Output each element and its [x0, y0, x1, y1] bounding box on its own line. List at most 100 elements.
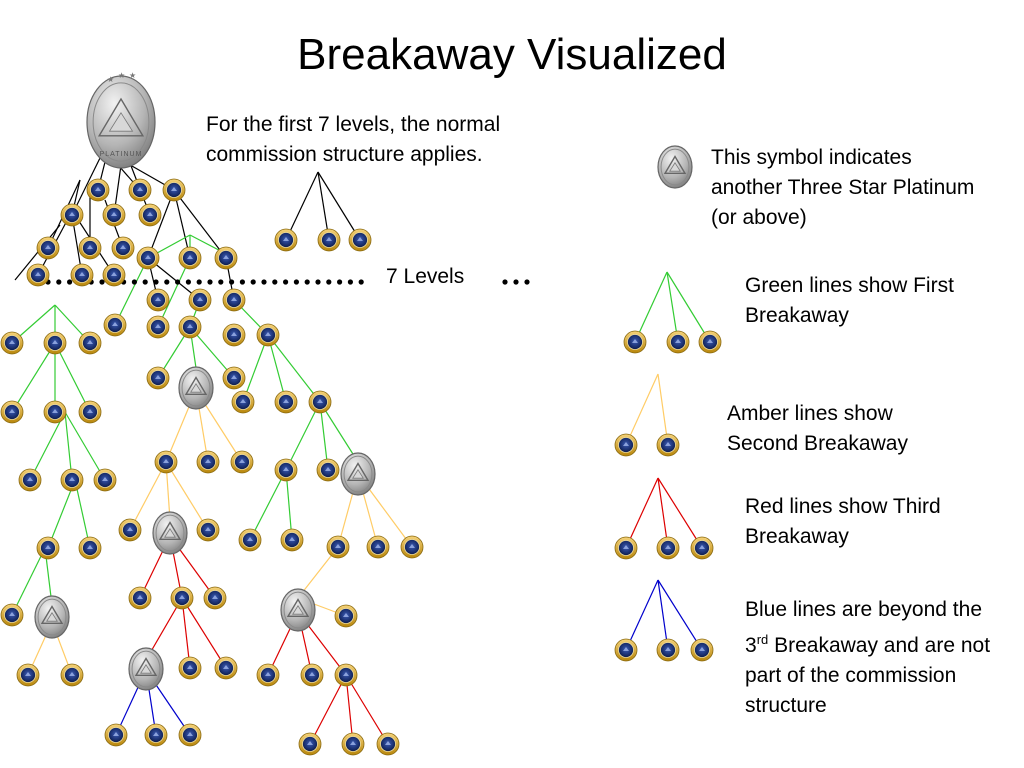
member-coin-icon: [154, 450, 178, 474]
level-divider-dot: [502, 279, 508, 285]
member-coin-icon: [614, 536, 638, 560]
svg-text:★: ★: [107, 75, 114, 84]
member-coin-icon: [136, 246, 160, 270]
legend-blue-text: Blue lines are beyond the 3rd Breakaway …: [745, 595, 1010, 721]
connector-line: [317, 171, 361, 241]
level-divider-dot: [272, 279, 278, 285]
connector-line: [285, 171, 319, 241]
level-divider-dot: [153, 279, 159, 285]
member-coin-icon: [178, 315, 202, 339]
legend-green-text: Green lines show First Breakaway: [745, 274, 954, 327]
member-coin-icon: [70, 263, 94, 287]
level-divider-dot: [229, 279, 235, 285]
connector-line: [147, 189, 175, 259]
platinum-symbol-icon: [34, 595, 70, 639]
member-coin-icon: [78, 536, 102, 560]
platinum-symbol-icon: [280, 588, 316, 632]
member-coin-icon: [103, 313, 127, 337]
level-divider-dot: [207, 279, 213, 285]
member-coin-icon: [317, 228, 341, 252]
level-divider-dot: [293, 279, 299, 285]
connector-line: [173, 189, 227, 259]
legend-red-text: Red lines show Third Breakaway: [745, 495, 941, 548]
member-coin-icon: [196, 518, 220, 542]
member-coin-icon: [146, 366, 170, 390]
member-coin-icon: [308, 390, 332, 414]
member-coin-icon: [256, 323, 280, 347]
platinum-symbol-icon: [340, 452, 376, 496]
member-coin-icon: [280, 528, 304, 552]
member-coin-icon: [102, 263, 126, 287]
connector-line: [285, 469, 293, 541]
member-coin-icon: [0, 331, 24, 355]
member-coin-icon: [274, 390, 298, 414]
member-coin-icon: [274, 228, 298, 252]
legend-blue-sup: rd: [756, 632, 769, 647]
connector-line: [47, 479, 76, 549]
member-coin-icon: [18, 468, 42, 492]
level-divider-dot: [304, 279, 310, 285]
member-coin-icon: [214, 246, 238, 270]
level-divider-dot: [175, 279, 181, 285]
member-coin-icon: [366, 535, 390, 559]
connector-line: [249, 469, 287, 541]
top-badge-label: PLATINUM: [100, 151, 143, 158]
member-coin-icon: [348, 228, 372, 252]
legend-blue-prefix: Blue lines are beyond the 3: [745, 598, 982, 657]
member-coin-icon: [43, 331, 67, 355]
connector-line: [29, 411, 66, 481]
level-divider-dot: [283, 279, 289, 285]
connector-line: [345, 674, 354, 745]
member-coin-icon: [656, 536, 680, 560]
connector-line: [657, 477, 669, 549]
connector-line: [666, 271, 679, 343]
member-coin-icon: [170, 586, 194, 610]
member-coin-icon: [341, 732, 365, 756]
connector-line: [267, 334, 321, 403]
levels-label: 7 Levels: [386, 265, 465, 288]
connector-line: [666, 271, 711, 343]
level-divider-dot: [185, 279, 191, 285]
connector-line: [625, 373, 659, 446]
legend-symbol-text: This symbol indicates another Three Star…: [711, 146, 975, 229]
connector-line: [309, 674, 347, 745]
legend-blue-suffix: Breakaway and are not part of the commis…: [745, 634, 991, 717]
connector-line: [317, 171, 330, 241]
level-divider-dot: [513, 279, 519, 285]
connector-line: [74, 479, 91, 549]
connector-line: [157, 257, 191, 328]
level-divider-dot: [164, 279, 170, 285]
member-coin-icon: [656, 433, 680, 457]
level-divider-dot: [315, 279, 321, 285]
connector-line: [634, 271, 668, 343]
member-coin-icon: [231, 390, 255, 414]
member-coin-icon: [298, 732, 322, 756]
member-coin-icon: [300, 663, 324, 687]
level-divider-dot: [524, 279, 530, 285]
member-coin-icon: [614, 638, 638, 662]
level-divider-dot: [99, 279, 105, 285]
member-coin-icon: [60, 663, 84, 687]
member-coin-icon: [203, 586, 227, 610]
member-coin-icon: [666, 330, 690, 354]
member-coin-icon: [138, 203, 162, 227]
connector-line: [14, 224, 61, 281]
member-coin-icon: [102, 203, 126, 227]
member-coin-icon: [614, 433, 638, 457]
level-divider-dot: [131, 279, 137, 285]
member-coin-icon: [144, 723, 168, 747]
level-divider-dot: [196, 279, 202, 285]
member-coin-icon: [16, 663, 40, 687]
level-divider-dot: [326, 279, 332, 285]
platinum-symbol-icon: [178, 366, 214, 410]
platinum-symbol-icon: [128, 647, 164, 691]
member-coin-icon: [178, 723, 202, 747]
level-divider-dot: [67, 279, 73, 285]
level-divider-dot: [347, 279, 353, 285]
member-coin-icon: [690, 638, 714, 662]
member-coin-icon: [238, 528, 262, 552]
connector-line: [129, 461, 167, 531]
connector-line: [173, 189, 191, 259]
member-coin-icon: [60, 468, 84, 492]
member-coin-icon: [86, 178, 110, 202]
